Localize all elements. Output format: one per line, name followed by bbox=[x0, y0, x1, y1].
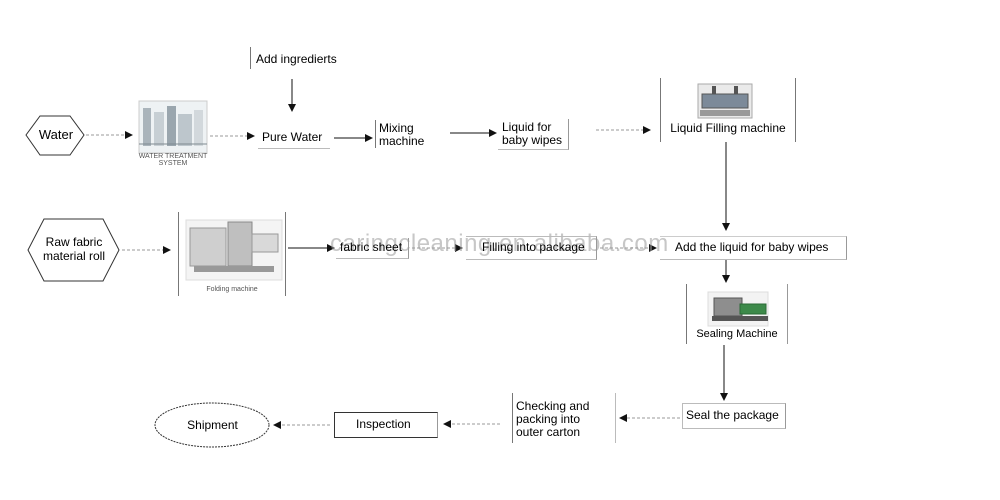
node-inspection: Inspection bbox=[356, 417, 411, 431]
filling-package-box bbox=[466, 236, 597, 260]
node-liquid-baby-wipes: Liquid for baby wipes bbox=[502, 120, 563, 147]
add-ingredients-box bbox=[250, 47, 348, 69]
node-fabric-sheet: fabric sheet bbox=[340, 240, 403, 254]
liquid-baby-wipes-box bbox=[498, 119, 569, 150]
water-hexagon bbox=[25, 115, 85, 156]
sealing-machine-photo bbox=[707, 291, 769, 327]
seal-package-box bbox=[682, 403, 786, 429]
node-shipment: Shipment bbox=[187, 418, 238, 432]
folding-machine-caption: Folding machine bbox=[206, 286, 258, 293]
node-seal-package: Seal the package bbox=[686, 408, 779, 422]
water-treatment-caption: WATER TREATMENT SYSTEM bbox=[138, 153, 208, 167]
liquid-filling-box bbox=[660, 78, 796, 142]
watermark-text: caringcleaning.en.alibaba.com bbox=[330, 230, 669, 257]
node-sealing-machine: Sealing Machine bbox=[696, 328, 778, 340]
checking-packing-box bbox=[512, 393, 616, 443]
node-checking-packing: Checking and packing into outer carton bbox=[516, 399, 590, 439]
water-treatment-photo bbox=[138, 100, 208, 154]
flow-arrows-light bbox=[86, 126, 680, 429]
raw-fabric-hexagon bbox=[27, 218, 120, 282]
flow-arrows bbox=[288, 79, 730, 401]
node-water: Water bbox=[38, 127, 74, 142]
fabric-sheet-box bbox=[336, 238, 409, 259]
liquid-filling-photo bbox=[697, 83, 753, 119]
node-raw-fabric: Raw fabric material roll bbox=[42, 235, 105, 263]
node-add-ingredients: Add ingredierts bbox=[256, 52, 337, 66]
shipment-ellipse bbox=[154, 402, 270, 448]
node-mixing-machine: Mixing machine bbox=[379, 121, 425, 148]
folding-machine-box bbox=[178, 212, 286, 296]
sealing-machine-box bbox=[686, 284, 788, 344]
add-liquid-box bbox=[660, 236, 847, 260]
node-pure-water: Pure Water bbox=[262, 130, 323, 144]
node-liquid-filling-machine: Liquid Filling machine bbox=[670, 121, 786, 135]
pure-water-box bbox=[258, 128, 330, 149]
inspection-box bbox=[334, 412, 438, 438]
mixing-machine-box bbox=[375, 120, 448, 148]
node-add-liquid: Add the liquid for baby wipes bbox=[675, 240, 829, 254]
node-filling-into-package: Filling into package bbox=[482, 240, 585, 254]
folding-machine-photo bbox=[185, 219, 283, 281]
